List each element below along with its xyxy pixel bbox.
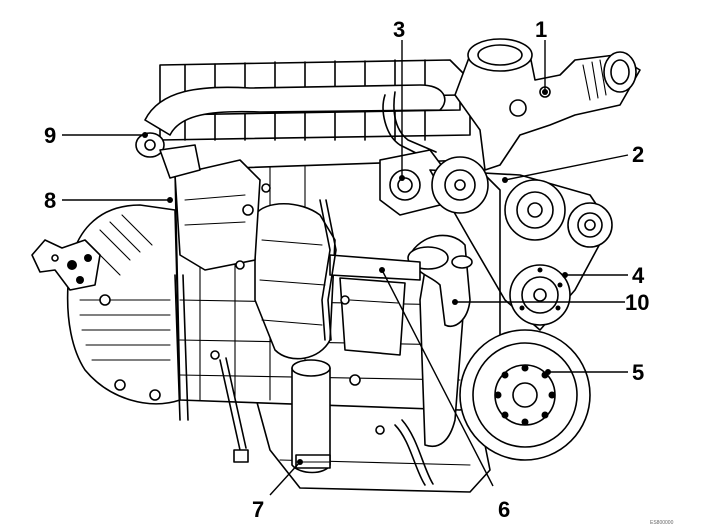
callout-5: 5 — [632, 360, 644, 385]
callout-8: 8 — [44, 188, 56, 213]
callout-2: 2 — [632, 142, 644, 167]
callout-10: 10 — [625, 290, 649, 315]
intake-manifold — [329, 254, 421, 281]
belt-drive — [429, 156, 613, 331]
callout-9: 9 — [44, 123, 56, 148]
exhaust-manifold — [254, 203, 336, 360]
callout-1: 1 — [535, 17, 547, 42]
leader-lines — [62, 40, 629, 496]
intake-pipe — [144, 84, 446, 136]
mounting-bracket — [31, 239, 101, 291]
callout-labels: 1 2 3 4 5 6 7 8 9 10 — [44, 17, 649, 522]
flywheel-housing — [66, 204, 181, 405]
callout-7: 7 — [252, 497, 264, 522]
callout-4: 4 — [632, 263, 645, 288]
engine-illustration: ES800000 — [31, 38, 674, 526]
callout-6: 6 — [498, 497, 510, 522]
callout-3: 3 — [393, 17, 405, 42]
injection-pump — [174, 159, 261, 271]
svg-text:ES800000: ES800000 — [650, 520, 674, 526]
